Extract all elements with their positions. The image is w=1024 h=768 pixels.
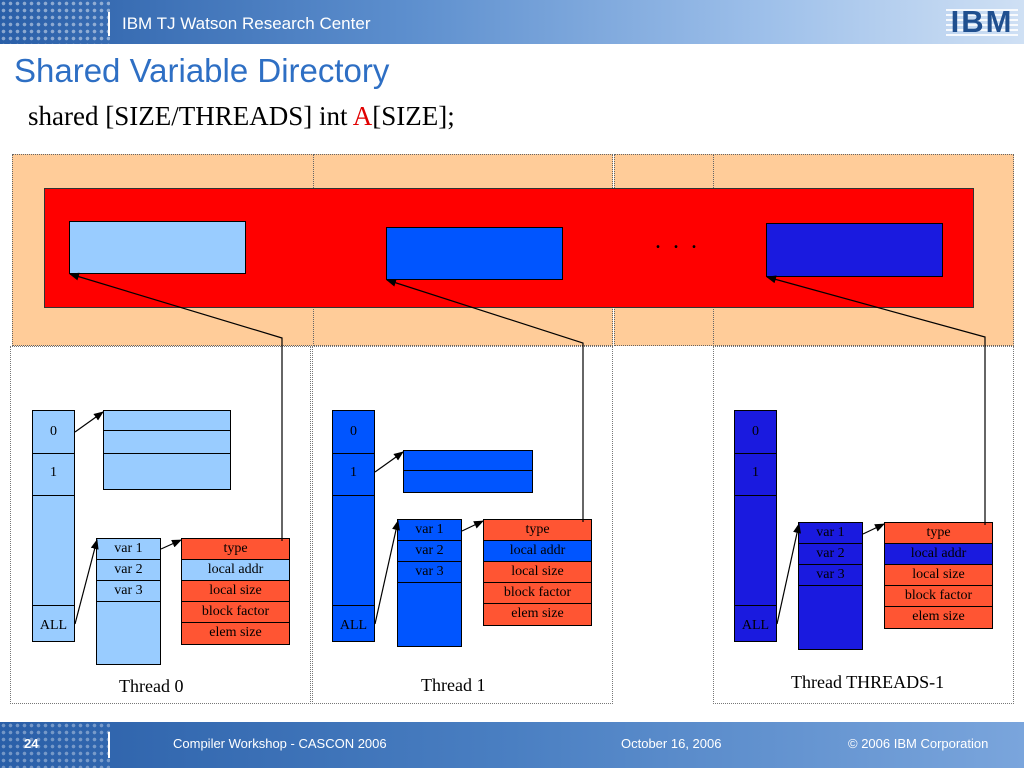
thread1-var3: var 3 xyxy=(398,562,461,583)
threadN-field-elem-size: elem size xyxy=(885,607,992,628)
thread0-dir-divider3 xyxy=(33,605,74,606)
ibm-logo: IBM xyxy=(946,6,1018,38)
thread1-var-table-divider xyxy=(404,470,532,471)
thread1-var-list: var 1 var 2 var 3 xyxy=(397,519,462,647)
threadN-var1: var 1 xyxy=(799,523,862,544)
footer-date: October 16, 2006 xyxy=(621,736,722,751)
threadN-field-list: type local addr local size block factor … xyxy=(884,522,993,629)
footer-event: Compiler Workshop - CASCON 2006 xyxy=(173,736,387,751)
thread0-field-block-factor: block factor xyxy=(182,602,289,623)
threadN-field-local-size: local size xyxy=(885,565,992,586)
thread1-label: Thread 1 xyxy=(421,675,486,695)
thread1-dir-divider2 xyxy=(333,495,374,496)
thread0-var-table-divider2 xyxy=(104,453,230,454)
threadN-dir-all: ALL xyxy=(741,618,770,633)
thread0-label: Thread 0 xyxy=(119,676,184,696)
page-number: 24 xyxy=(24,736,39,751)
research-center-name: IBM TJ Watson Research Center xyxy=(122,14,371,33)
thread1-field-block-factor: block factor xyxy=(484,583,591,604)
thread1-dir-1: 1 xyxy=(350,465,357,480)
threadN-dir-divider3 xyxy=(735,605,776,606)
declaration-code: shared [SIZE/THREADS] int A[SIZE]; xyxy=(28,101,455,132)
thread0-field-type: type xyxy=(182,539,289,560)
array-block-threadN xyxy=(766,223,943,277)
thread0-field-elem-size: elem size xyxy=(182,623,289,644)
threadN-dir-divider2 xyxy=(735,495,776,496)
slide-title: Shared Variable Directory xyxy=(14,52,390,89)
thread0-directory: 0 1 ALL xyxy=(32,410,75,642)
array-block-thread1 xyxy=(386,227,563,280)
thread0-dir-0: 0 xyxy=(50,424,57,439)
thread1-field-local-addr: local addr xyxy=(484,541,591,562)
thread0-dir-divider1 xyxy=(33,453,74,454)
header-divider xyxy=(108,12,110,36)
footer-bar: 24 Compiler Workshop - CASCON 2006 Octob… xyxy=(0,722,1024,768)
ellipsis: . . . xyxy=(655,228,700,254)
thread0-field-local-size: local size xyxy=(182,581,289,602)
thread0-var2: var 2 xyxy=(97,560,160,581)
thread0-field-list: type local addr local size block factor … xyxy=(181,538,290,645)
threadN-dir-1: 1 xyxy=(752,465,759,480)
threadN-var-list: var 1 var 2 var 3 xyxy=(798,522,863,650)
thread1-field-local-size: local size xyxy=(484,562,591,583)
thread0-var-table xyxy=(103,410,231,490)
thread1-directory: 0 1 ALL xyxy=(332,410,375,642)
thread1-var1: var 1 xyxy=(398,520,461,541)
header-dot-pattern xyxy=(0,0,110,44)
thread1-dir-divider3 xyxy=(333,605,374,606)
header-bar: IBM TJ Watson Research Center IBM xyxy=(0,0,1024,44)
thread1-dir-all: ALL xyxy=(339,618,368,633)
thread0-dir-all: ALL xyxy=(39,618,68,633)
thread0-var-list: var 1 var 2 var 3 xyxy=(96,538,161,665)
threadN-dir-0: 0 xyxy=(752,424,759,439)
threadN-dir-divider1 xyxy=(735,453,776,454)
threadN-var3: var 3 xyxy=(799,565,862,586)
threadN-field-block-factor: block factor xyxy=(885,586,992,607)
declaration-pre: shared [SIZE/THREADS] int xyxy=(28,101,353,131)
footer-dot-pattern xyxy=(0,722,110,768)
threadN-directory: 0 1 ALL xyxy=(734,410,777,642)
thread1-field-type: type xyxy=(484,520,591,541)
declaration-post: [SIZE]; xyxy=(372,101,455,131)
threadN-field-local-addr: local addr xyxy=(885,544,992,565)
thread0-field-local-addr: local addr xyxy=(182,560,289,581)
declaration-var: A xyxy=(352,101,373,131)
threadN-var2: var 2 xyxy=(799,544,862,565)
footer-copyright: © 2006 IBM Corporation xyxy=(848,736,989,751)
thread0-var-table-divider1 xyxy=(104,430,230,431)
thread1-field-list: type local addr local size block factor … xyxy=(483,519,592,626)
threadN-label: Thread THREADS-1 xyxy=(791,672,945,692)
thread1-var-table xyxy=(403,450,533,493)
thread0-var1: var 1 xyxy=(97,539,160,560)
thread1-dir-divider1 xyxy=(333,453,374,454)
thread0-var3: var 3 xyxy=(97,581,160,602)
thread1-var2: var 2 xyxy=(398,541,461,562)
thread0-dir-divider2 xyxy=(33,495,74,496)
thread1-field-elem-size: elem size xyxy=(484,604,591,625)
footer-divider xyxy=(108,732,110,758)
thread0-dir-1: 1 xyxy=(50,465,57,480)
threadN-field-type: type xyxy=(885,523,992,544)
array-block-thread0 xyxy=(69,221,246,274)
thread1-dir-0: 0 xyxy=(350,424,357,439)
